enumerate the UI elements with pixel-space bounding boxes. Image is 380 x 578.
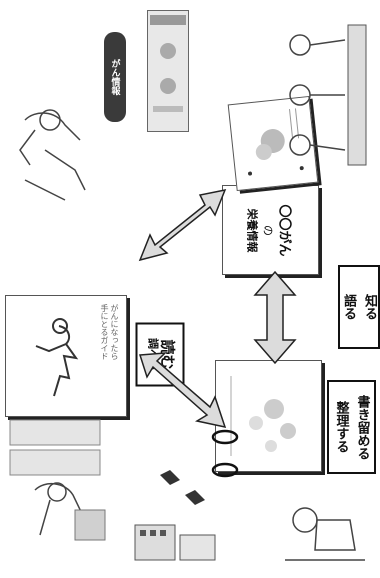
nutrition-line-3: 栄養情報	[245, 208, 261, 252]
label-organize: 整理する	[332, 401, 351, 453]
label-know-talk: 知る 語る	[338, 265, 380, 349]
group-discussion-sketch	[270, 10, 375, 180]
nutrition-line-1: 〇〇がん	[277, 204, 296, 256]
booklet-caption-1: がんになったら	[109, 304, 120, 360]
library-scene-sketch	[5, 410, 115, 550]
nutrition-line-2: の	[261, 224, 277, 235]
buildings-sketch	[130, 465, 225, 565]
label-write-organize: 書き留める 整理する	[327, 380, 376, 474]
booklet-figure-illustration	[24, 316, 94, 406]
booklet-caption-2: 手にとるガイド	[99, 304, 110, 360]
reading-person-sketch	[5, 90, 100, 205]
arrow-read-to-notebook	[135, 345, 230, 435]
arrow-nutrition-to-notebook	[250, 270, 300, 365]
info-banner: がん情報	[104, 32, 126, 122]
banner-text: がん情報	[109, 59, 122, 95]
computer-screen	[147, 10, 189, 132]
person-at-desk-sketch	[275, 490, 370, 575]
arrow-read-to-nutrition	[135, 185, 230, 270]
label-write-down: 書き留める	[353, 395, 372, 460]
nutrition-info-book: 〇〇がん の 栄養情報	[222, 185, 319, 275]
guide-booklet: がんになったら 手にとるガイド	[5, 295, 127, 417]
label-know: 知る	[360, 294, 379, 320]
screen-content	[148, 11, 188, 131]
label-talk: 語る	[339, 294, 358, 320]
